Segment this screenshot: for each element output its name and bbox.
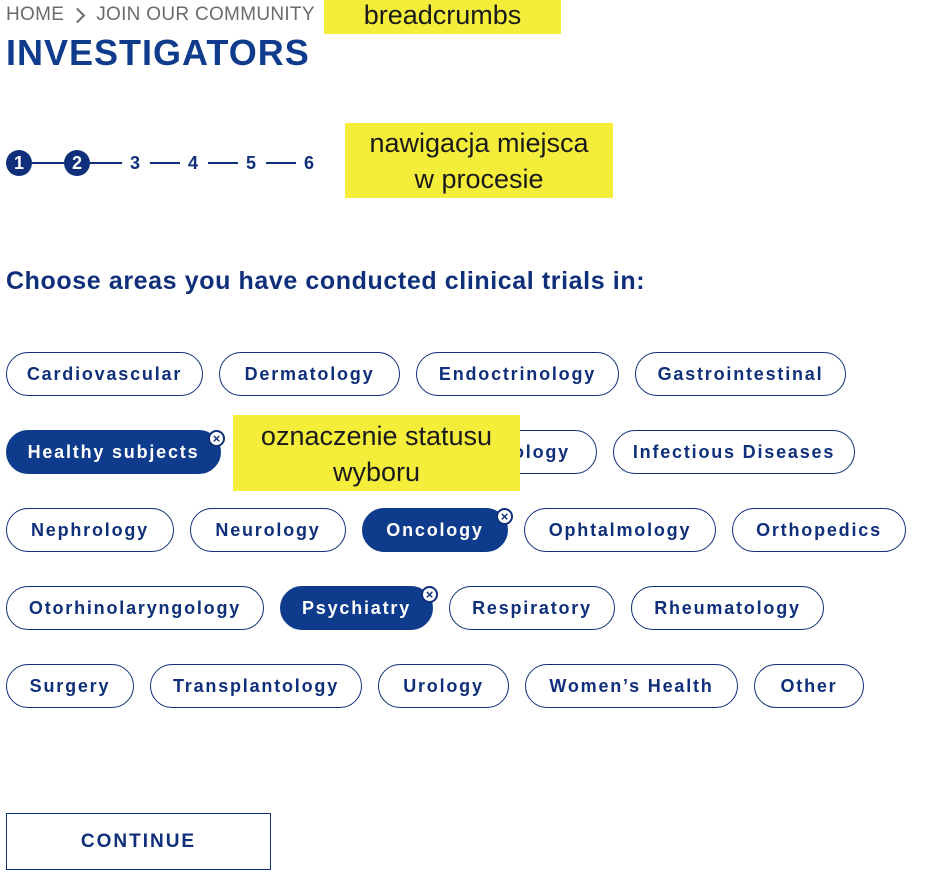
area-chip-womens-health[interactable]: Women’s Health xyxy=(525,664,738,708)
area-chip-label: Urology xyxy=(403,675,484,696)
area-chip-label: Otorhinolaryngology xyxy=(28,597,242,618)
chevron-right-icon xyxy=(69,7,86,23)
area-chip-rheumatology[interactable]: Rheumatology xyxy=(631,586,824,630)
annotation-line: nawigacja miejsca xyxy=(369,128,589,158)
area-chip-endoctrinology[interactable]: Endoctrinology xyxy=(416,352,619,396)
area-chip-label: ology xyxy=(513,441,570,462)
area-chip-label: Rheumatology xyxy=(654,597,801,618)
area-chip-dermatology[interactable]: Dermatology xyxy=(219,352,400,396)
area-chip-label: Oncology xyxy=(386,519,484,540)
area-chip-otorhinolaryngology[interactable]: Otorhinolaryngology xyxy=(6,586,264,630)
area-chip-surgery[interactable]: Surgery xyxy=(6,664,134,708)
area-chip-label: Psychiatry xyxy=(301,597,412,618)
annotation-line: w procesie xyxy=(414,164,544,194)
area-chip-label: Women’s Health xyxy=(549,675,714,696)
continue-button[interactable]: CONTINUE xyxy=(6,813,271,870)
step-6[interactable]: 6 xyxy=(303,153,314,173)
step-connector xyxy=(266,162,296,164)
area-chip-label: Healthy subjects xyxy=(27,441,200,462)
area-chip-respiratory[interactable]: Respiratory xyxy=(449,586,615,630)
remove-selection-icon[interactable]: × xyxy=(496,508,513,525)
breadcrumb-join-link[interactable]: JOIN OUR COMMUNITY xyxy=(96,4,315,25)
area-chip-orthopedics[interactable]: Orthopedics xyxy=(732,508,906,552)
area-chip-label: Cardiovascular xyxy=(26,363,183,384)
step-2[interactable]: 2 xyxy=(64,150,90,176)
area-chip-healthy-subjects[interactable]: Healthy subjects xyxy=(6,430,221,474)
area-chip-oncology[interactable]: Oncology xyxy=(362,508,508,552)
annotation-line: oznaczenie statusu xyxy=(260,421,493,451)
area-chip-label: Neurology xyxy=(215,519,321,540)
annotation-breadcrumbs: breadcrumbs xyxy=(324,0,561,34)
area-chip-label: Ophtalmology xyxy=(548,519,692,540)
area-chip-psychiatry[interactable]: Psychiatry xyxy=(280,586,433,630)
area-chip-nephrology[interactable]: Nephrology xyxy=(6,508,174,552)
step-3[interactable]: 3 xyxy=(129,153,140,173)
step-connector xyxy=(90,162,122,164)
area-chip-urology[interactable]: Urology xyxy=(378,664,509,708)
area-chip-label: Respiratory xyxy=(472,597,592,618)
area-chip-gastrointestinal[interactable]: Gastrointestinal xyxy=(635,352,846,396)
area-chip-transplantology[interactable]: Transplantology xyxy=(150,664,362,708)
page-title: INVESTIGATORS xyxy=(6,32,310,73)
area-chip-label: Surgery xyxy=(29,675,111,696)
area-chip-label: Transplantology xyxy=(172,675,340,696)
step-1[interactable]: 1 xyxy=(6,150,32,176)
area-chip-label: Dermatology xyxy=(244,363,375,384)
area-chip-cardiovascular[interactable]: Cardiovascular xyxy=(6,352,203,396)
step-5[interactable]: 5 xyxy=(245,153,256,173)
area-chip-ophtalmology[interactable]: Ophtalmology xyxy=(524,508,716,552)
area-chip-label: Orthopedics xyxy=(756,519,882,540)
area-chip-other[interactable]: Other xyxy=(754,664,864,708)
area-chip-label: Infectious Diseases xyxy=(632,441,836,462)
question-heading: Choose areas you have conducted clinical… xyxy=(6,267,646,295)
area-chip-label: Endoctrinology xyxy=(438,363,597,384)
annotation-step-navigation: nawigacja miejsca w procesie xyxy=(345,123,613,198)
breadcrumb: HOME JOIN OUR COMMUNITY xyxy=(6,0,347,30)
remove-selection-icon[interactable]: × xyxy=(421,586,438,603)
step-4[interactable]: 4 xyxy=(187,153,198,173)
step-connector xyxy=(208,162,238,164)
step-connector xyxy=(150,162,180,164)
breadcrumb-home-link[interactable]: HOME xyxy=(6,4,65,25)
area-chip-infectious-diseases[interactable]: Infectious Diseases xyxy=(613,430,855,474)
remove-selection-icon[interactable]: × xyxy=(208,430,225,447)
area-chip-label: Gastrointestinal xyxy=(657,363,824,384)
area-chip-label: Other xyxy=(780,675,838,696)
area-chip-neurology[interactable]: Neurology xyxy=(190,508,346,552)
annotation-selection-status: oznaczenie statusu wyboru xyxy=(233,415,520,491)
step-connector xyxy=(32,162,64,164)
area-chip-label: Nephrology xyxy=(30,519,149,540)
annotation-line: wyboru xyxy=(332,457,421,487)
